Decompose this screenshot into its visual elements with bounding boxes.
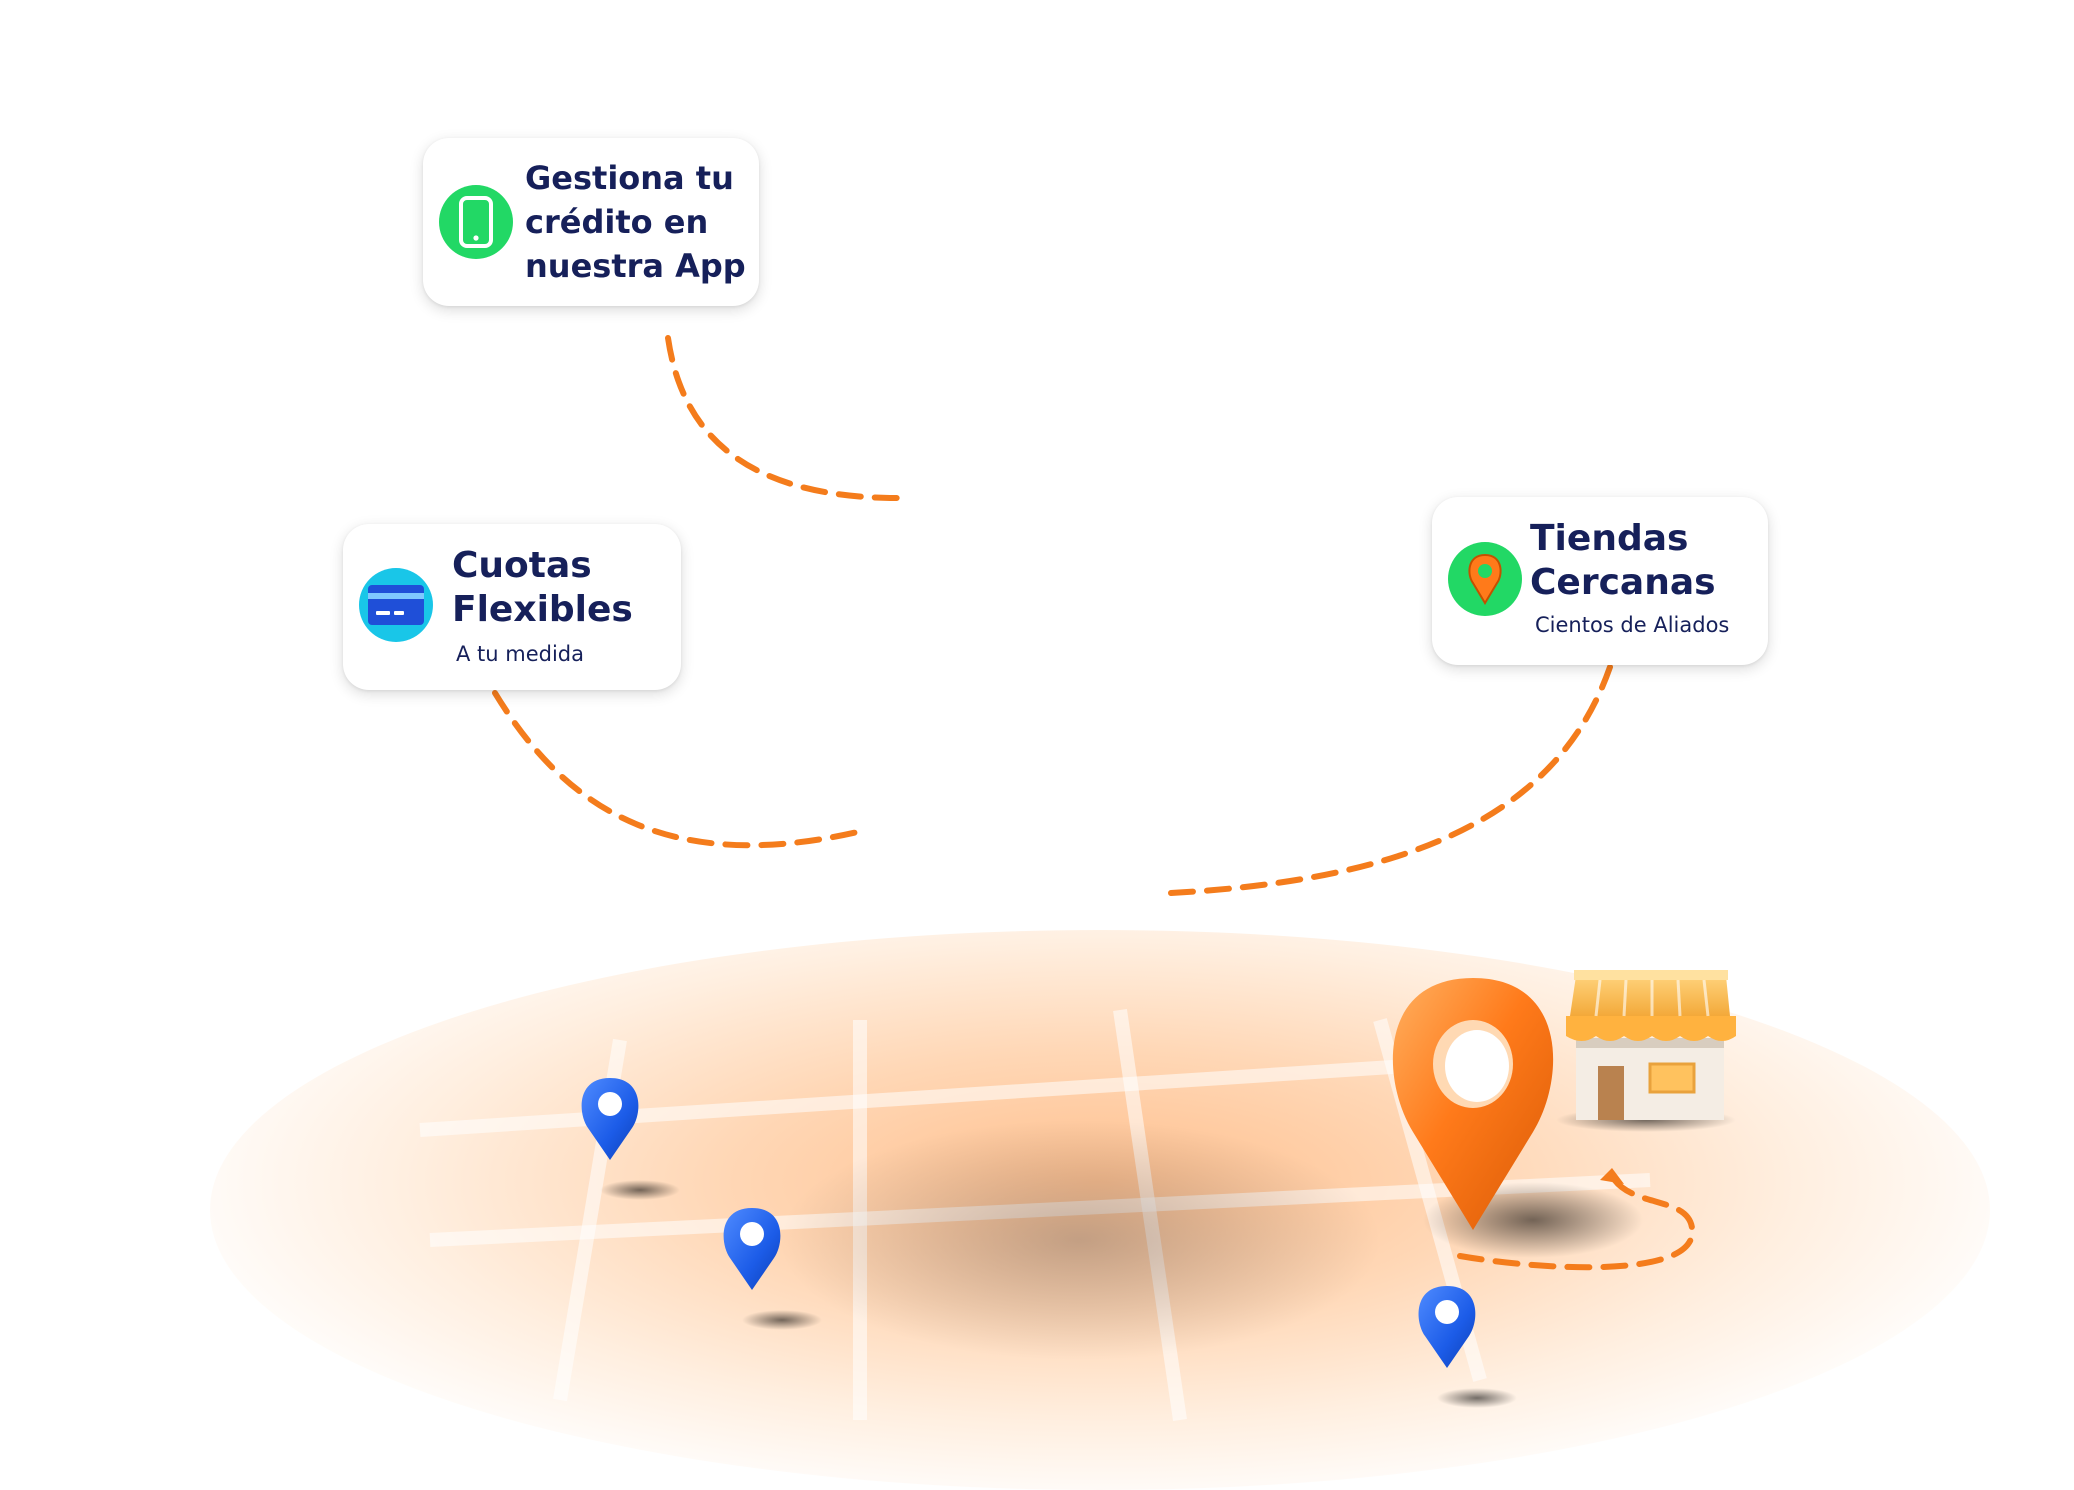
card-tiendas-cercanas: Tiendas Cercanas Cientos de Aliados	[1432, 497, 1768, 665]
connector-store-loop	[1457, 1173, 1696, 1271]
blue-pin	[723, 1208, 822, 1330]
ground-shadow	[780, 1120, 1380, 1360]
card-gestiona-app: Gestiona tu crédito en nuestra App	[423, 138, 759, 306]
blue-pin	[581, 1078, 680, 1200]
connector-tiendas	[1167, 664, 1613, 896]
credit-card-icon	[359, 568, 433, 642]
location-pin-icon	[1448, 542, 1522, 616]
main-location-pin	[1392, 978, 1643, 1258]
card-subtitle: A tu medida	[456, 642, 584, 666]
dashed-connectors	[492, 335, 1696, 1271]
blue-pin	[1418, 1286, 1517, 1408]
store-icon	[1556, 970, 1736, 1132]
card-cuotas-flexibles: Cuotas Flexibles A tu medida	[343, 524, 681, 690]
connector-cuotas	[492, 690, 869, 849]
card-title: Cuotas Flexibles	[452, 545, 633, 630]
card-title: Tiendas Cercanas	[1530, 518, 1716, 603]
card-title: Gestiona tu crédito en nuestra App	[525, 159, 746, 285]
card-subtitle: Cientos de Aliados	[1535, 613, 1730, 637]
connector-app	[665, 335, 908, 502]
smartphone-icon	[439, 185, 513, 259]
arrow-head-icon	[1600, 1168, 1624, 1184]
